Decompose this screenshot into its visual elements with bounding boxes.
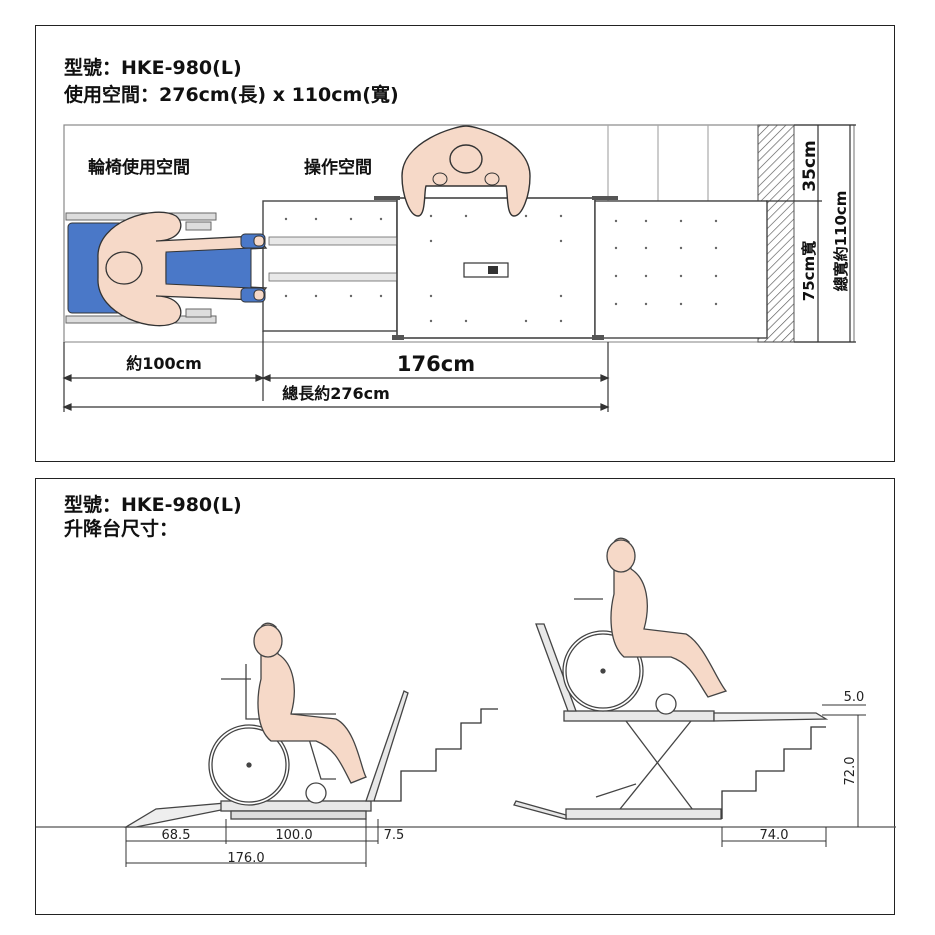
side-view-drawing: 68.5 100.0 7.5 176.0 [36, 537, 896, 867]
model-heading-2: 型號：HKE-980(L) [64, 494, 242, 516]
platform-dots [284, 214, 718, 323]
wheelchair-user-right [562, 537, 728, 715]
left-dimension-lines [125, 819, 379, 867]
dim-74-0: 74.0 [760, 828, 789, 843]
lift-lowered [123, 690, 498, 828]
dim-68-5: 68.5 [162, 828, 191, 843]
length-dimension-lines [62, 331, 610, 412]
width-dimension-lines [766, 124, 856, 343]
entry-ramp-plate [262, 200, 398, 332]
platform-brackets [374, 196, 618, 340]
dim-total-width: 總寬約110cm [832, 191, 850, 292]
operation-space-label: 操作空間 [304, 157, 372, 178]
top-plan-view-panel: 型號：HKE-980(L) 使用空間：276cm(長) x 110cm(寬) [35, 25, 895, 462]
wheelchair-user-left [208, 622, 367, 806]
operator-topview [401, 125, 531, 217]
dim-176-0: 176.0 [227, 851, 264, 866]
dim-100-0: 100.0 [275, 828, 312, 843]
right-dimension-lines [721, 704, 866, 847]
lift-size-heading: 升降台尺寸： [64, 518, 179, 540]
usage-space-heading: 使用空間：276cm(長) x 110cm(寬) [64, 84, 399, 106]
dim-75-width: 75cm寬 [800, 241, 818, 301]
bridge-plate [594, 200, 768, 339]
dim-7-5: 7.5 [384, 828, 405, 843]
dim-176: 176cm [397, 352, 475, 376]
dim-72-0: 72.0 [843, 757, 858, 786]
wheelchair-space-label: 輪椅使用空間 [88, 157, 190, 178]
dim-5-0: 5.0 [844, 690, 865, 705]
lift-raised [513, 623, 829, 820]
control-box-icon [463, 262, 509, 278]
dim-total-length: 總長約276cm [282, 384, 390, 403]
wheelchair-user-topview [65, 211, 268, 327]
bottom-side-view-panel: 型號：HKE-980(L) 升降台尺寸： [35, 478, 896, 915]
dim-about-100: 約100cm [126, 354, 202, 373]
model-heading: 型號：HKE-980(L) [64, 57, 242, 79]
dim-35: 35cm [800, 140, 820, 191]
plan-view-drawing: 輪椅使用空間 操作空間 約100cm 176cm 總長約276cm 35 [62, 124, 856, 412]
